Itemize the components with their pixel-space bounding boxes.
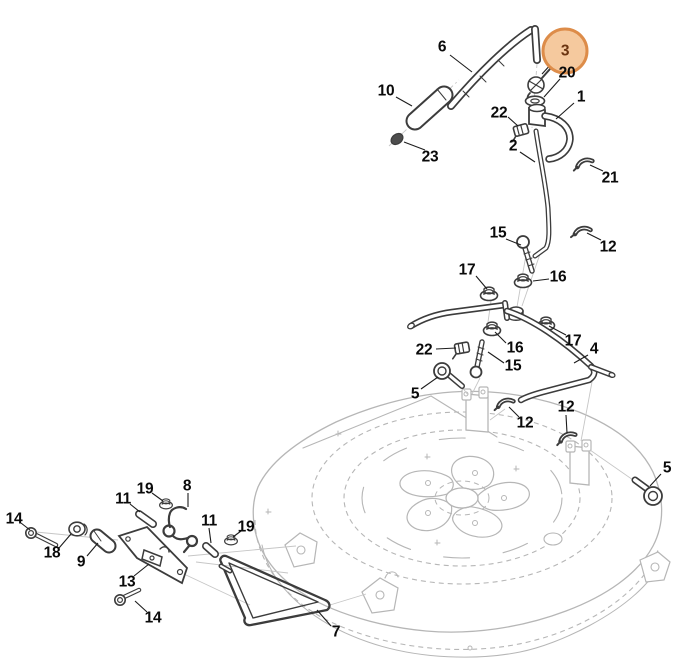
part-15-bolt-lower <box>469 342 485 379</box>
deck-edge-brackets <box>284 532 671 614</box>
part-5-hook-left <box>433 362 462 386</box>
callout-6[interactable]: 6 <box>437 38 447 56</box>
callout-8[interactable]: 8 <box>182 477 192 495</box>
callout-10[interactable]: 10 <box>377 82 395 100</box>
callout-5[interactable]: 5 <box>410 385 420 403</box>
callout-1[interactable]: 1 <box>576 88 586 106</box>
callout-19[interactable]: 19 <box>136 480 154 498</box>
callout-14[interactable]: 14 <box>144 609 162 627</box>
part-4-hanger-bar <box>407 303 616 400</box>
part-5-hook-right <box>635 480 663 506</box>
callout-13[interactable]: 13 <box>118 573 136 591</box>
callout-11[interactable]: 11 <box>115 490 131 508</box>
callout-4[interactable]: 4 <box>589 340 599 358</box>
part-8-spring-wire <box>162 506 199 554</box>
callout-17[interactable]: 17 <box>564 332 582 350</box>
part-10-grip <box>415 89 446 121</box>
callout-11[interactable]: 11 <box>201 512 217 530</box>
part-1-pivot-tube <box>528 103 570 160</box>
callout-5[interactable]: 5 <box>662 459 672 477</box>
callout-7[interactable]: 7 <box>331 623 341 641</box>
part-23-cap <box>390 132 404 146</box>
callout-16[interactable]: 16 <box>549 268 567 286</box>
callout-leader-lines <box>20 54 662 627</box>
callout-15[interactable]: 15 <box>489 224 507 242</box>
part-9-spacer <box>94 531 109 546</box>
callout-23[interactable]: 23 <box>421 148 439 166</box>
callout-22[interactable]: 22 <box>415 341 433 359</box>
part-6-handlebar-tube <box>451 29 537 106</box>
callout-17[interactable]: 17 <box>458 261 476 279</box>
part-7-belt <box>218 554 331 627</box>
callout-21[interactable]: 21 <box>601 169 619 187</box>
callout-3-highlighted[interactable]: 3 <box>541 27 589 75</box>
callout-12[interactable]: 12 <box>516 414 534 432</box>
callout-12[interactable]: 12 <box>557 398 575 416</box>
callout-14[interactable]: 14 <box>5 510 23 528</box>
part-14-bolt-upper-left <box>24 526 56 545</box>
callout-20[interactable]: 20 <box>558 64 576 82</box>
callout-19[interactable]: 19 <box>237 518 255 536</box>
part-13-mounting-plate <box>117 525 189 585</box>
callout-18[interactable]: 18 <box>43 544 61 562</box>
part-14-bolt-lower-left <box>114 590 139 606</box>
deck-fan-impeller <box>393 453 530 541</box>
callout-2[interactable]: 2 <box>508 137 518 155</box>
callout-9[interactable]: 9 <box>76 553 86 571</box>
callout-12[interactable]: 12 <box>599 238 617 256</box>
deck-hanger-posts <box>461 386 592 486</box>
part-18-bushing <box>68 521 88 537</box>
callout-16[interactable]: 16 <box>506 339 524 357</box>
callout-22[interactable]: 22 <box>490 104 508 122</box>
part-20-washer <box>524 95 546 107</box>
callout-15[interactable]: 15 <box>504 357 522 375</box>
